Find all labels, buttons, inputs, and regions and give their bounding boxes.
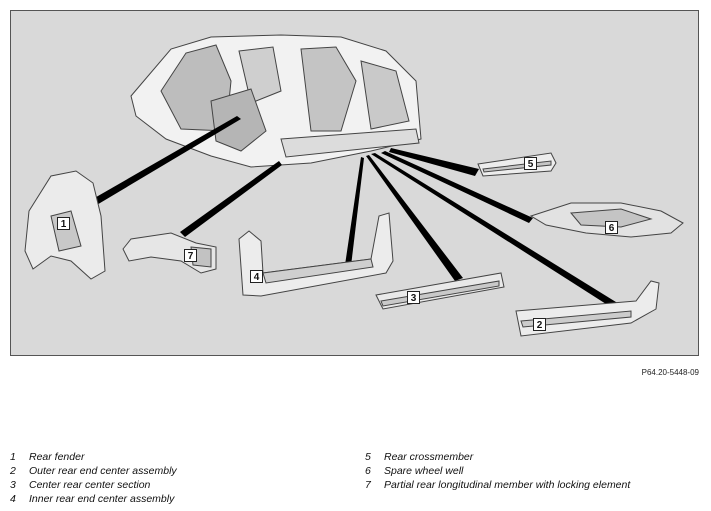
callout-6: 6 (605, 221, 618, 234)
callout-1: 1 (57, 217, 70, 230)
callout-4: 4 (250, 270, 263, 283)
part-rear-crossmember (477, 152, 557, 177)
callout-7: 7 (184, 249, 197, 262)
exploded-parts-diagram: 1 2 3 4 5 6 7 (10, 10, 699, 356)
part-rear-longitudinal-member (122, 232, 217, 274)
callout-3: 3 (407, 291, 420, 304)
car-body-shell (130, 34, 422, 168)
callout-2: 2 (533, 318, 546, 331)
part-outer-rear-end-center (515, 280, 660, 337)
diagram-artwork (24, 34, 684, 337)
figure-reference-code: P64.20-5448-09 (641, 368, 699, 377)
part-center-rear-section (375, 272, 505, 310)
callout-5: 5 (524, 157, 537, 170)
pointer-lines (91, 116, 624, 311)
part-inner-rear-end-center (238, 212, 394, 297)
part-spare-wheel-well (529, 202, 684, 238)
